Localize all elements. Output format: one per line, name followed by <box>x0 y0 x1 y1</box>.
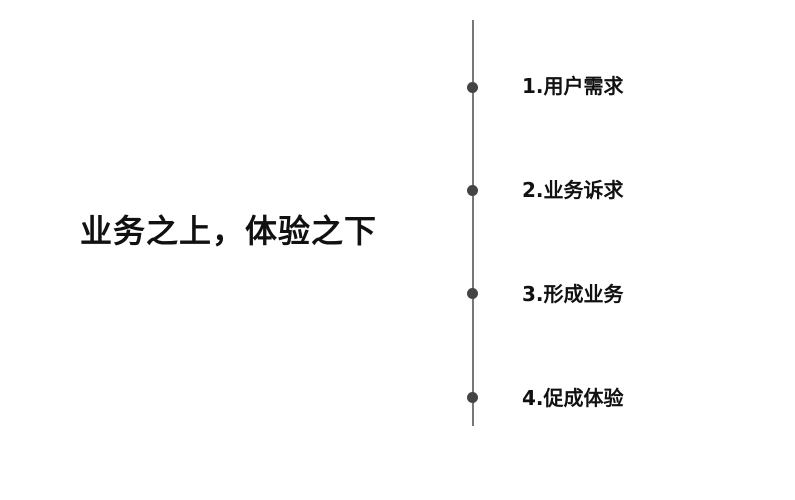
timeline-dot-3 <box>467 288 478 299</box>
timeline-dot-4 <box>467 392 478 403</box>
step-label-2: 2.业务诉求 <box>522 178 624 202</box>
timeline-dot-2 <box>467 185 478 196</box>
step-label-4: 4.促成体验 <box>522 386 624 410</box>
step-label-3: 3.形成业务 <box>522 282 624 306</box>
timeline-dot-1 <box>467 82 478 93</box>
diagram-title: 业务之上，体验之下 <box>80 212 378 250</box>
step-label-1: 1.用户需求 <box>522 74 624 98</box>
timeline-line <box>472 20 474 426</box>
